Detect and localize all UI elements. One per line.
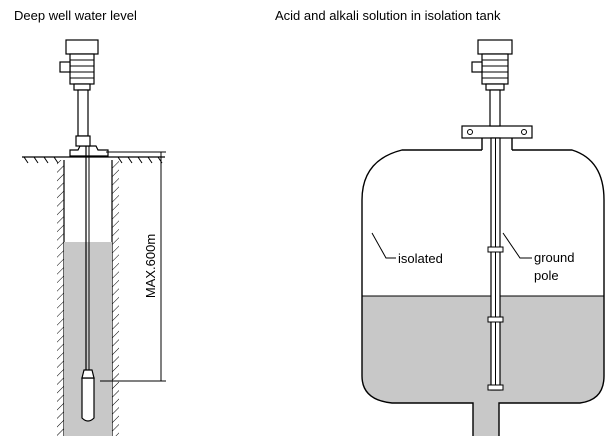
isolation-tank-title: Acid and alkali solution in isolation ta… <box>275 8 501 23</box>
tank-transmitter-housing <box>481 53 509 85</box>
isolated-label: isolated <box>398 251 443 266</box>
transmitter-housing <box>69 53 95 85</box>
tank-transmitter-head-top <box>477 39 513 55</box>
isolation-tank-diagram: isolated ground pole <box>361 39 605 436</box>
tank-transmitter-neck <box>489 89 501 127</box>
ground-pole-leader-line <box>502 232 532 259</box>
max-depth-label: MAX.600m <box>143 234 158 298</box>
ground-hatching <box>23 156 163 164</box>
isolated-leader-line <box>371 232 396 259</box>
cable-gland <box>59 61 71 73</box>
transmitter-neck <box>77 89 89 137</box>
well-wall-left <box>57 160 64 436</box>
transmitter-head-top <box>65 39 99 55</box>
tank-liquid <box>362 296 604 436</box>
tank-cable-gland <box>471 61 483 73</box>
tank-outline <box>361 149 605 436</box>
submersible-sensor <box>81 377 95 422</box>
deep-well-diagram: MAX.600m <box>22 39 166 436</box>
well-wall-right <box>112 160 119 436</box>
ground-pole-label-line2: pole <box>534 268 559 283</box>
ground-pole-label-line1: ground <box>534 250 574 265</box>
deep-well-title: Deep well water level <box>14 8 137 23</box>
